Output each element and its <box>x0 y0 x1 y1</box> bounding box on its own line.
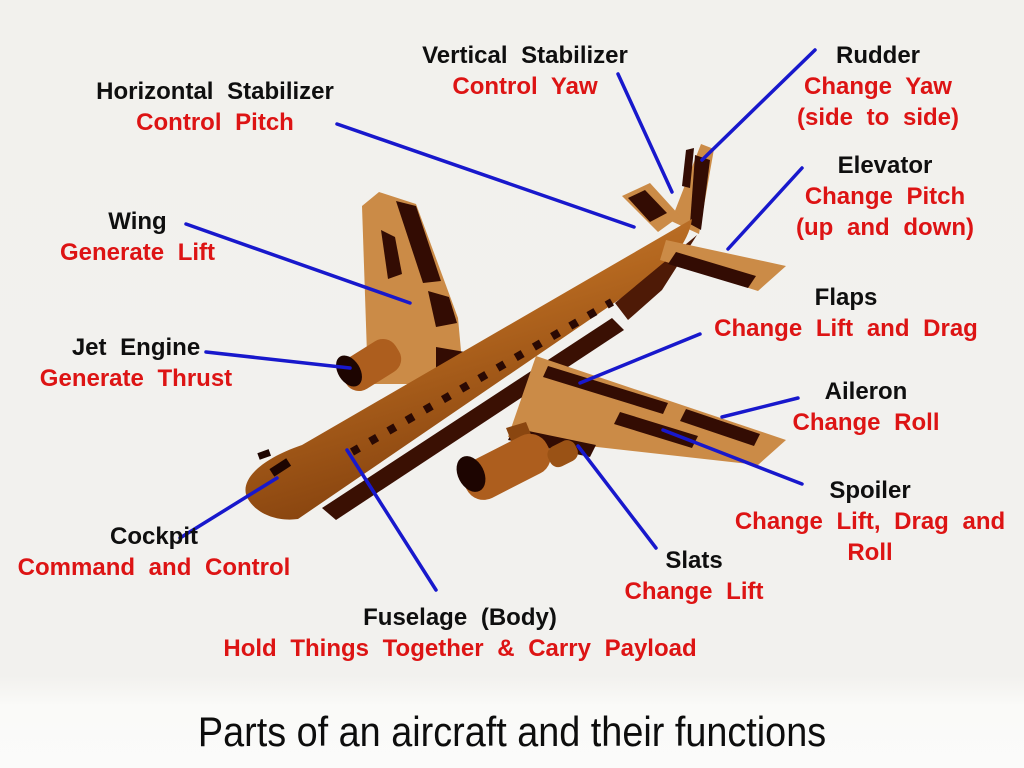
left-wing-marking <box>381 230 402 279</box>
part-function: Roll <box>847 539 893 566</box>
part-name: Elevator <box>837 152 933 179</box>
leader-wing <box>184 222 412 305</box>
leader-vertical-stabilizer <box>616 72 674 194</box>
spoiler-part <box>614 412 698 448</box>
rudder-part <box>690 155 710 230</box>
part-name: Flaps <box>814 284 878 311</box>
part-function: Hold Things Together & Carry Payload <box>223 635 697 662</box>
cabin-windows <box>350 298 614 456</box>
label-vertical-stabilizer: Vertical Stabilizer Control Yaw <box>375 40 675 102</box>
leader-cockpit <box>178 476 279 540</box>
label-slats: Slats Change Lift <box>618 545 770 607</box>
part-function: Change Pitch <box>804 183 966 210</box>
diagram-title: Parts of an aircraft and their functions <box>0 708 1024 756</box>
engine-intake <box>336 355 362 387</box>
leader-jet-engine <box>204 350 352 370</box>
part-name: Wing <box>108 208 167 235</box>
elevator-part <box>668 252 756 288</box>
part-name: Jet Engine <box>71 334 201 361</box>
part-function: Change Lift, Drag and <box>734 508 1006 535</box>
label-rudder: Rudder Change Yaw (side to side) <box>770 40 986 133</box>
label-fuselage: Fuselage (Body) Hold Things Together & C… <box>205 602 715 664</box>
leader-lines <box>178 48 817 592</box>
cockpit-window <box>269 458 292 477</box>
leader-spoiler <box>661 428 804 486</box>
label-aileron: Aileron Change Roll <box>765 376 967 438</box>
label-wing: Wing Generate Lift <box>35 206 240 268</box>
part-name: Vertical Stabilizer <box>422 42 628 69</box>
part-function: Change Yaw <box>804 73 952 100</box>
leader-fuselage <box>345 448 438 592</box>
part-name: Cockpit <box>109 523 198 550</box>
left-wing-marking <box>428 291 457 327</box>
part-function: Generate Lift <box>59 239 216 266</box>
label-cockpit: Cockpit Command and Control <box>0 521 308 583</box>
label-flaps: Flaps Change Lift and Drag <box>695 282 997 344</box>
part-name: Fuselage (Body) <box>363 604 557 631</box>
diagram-title-text: Parts of an aircraft and their functions <box>197 708 827 755</box>
leader-flaps <box>578 332 702 385</box>
engine-intake <box>456 456 486 492</box>
aileron-part <box>680 409 760 446</box>
slats-part <box>543 366 668 414</box>
part-function: Control Yaw <box>452 73 598 100</box>
leader-rudder <box>700 48 817 162</box>
part-name: Aileron <box>824 378 908 405</box>
part-function: (side to side) <box>796 104 960 131</box>
right-jet-engine <box>456 422 578 500</box>
part-function: Control Pitch <box>136 109 294 136</box>
part-function: (up and down) <box>796 214 974 241</box>
part-name: Horizontal Stabilizer <box>96 78 334 105</box>
leader-aileron <box>720 396 800 419</box>
label-elevator: Elevator Change Pitch (up and down) <box>775 150 995 243</box>
left-wing-marking <box>396 201 441 283</box>
right-horizontal-stabilizer <box>660 240 786 291</box>
leader-elevator <box>726 166 804 251</box>
cockpit-window <box>257 449 272 460</box>
label-horizontal-stabilizer: Horizontal Stabilizer Control Pitch <box>60 76 370 138</box>
part-function: Command and Control <box>17 554 291 581</box>
label-spoiler: Spoiler Change Lift, Drag and Roll <box>718 475 1022 568</box>
leader-slats <box>576 444 658 550</box>
part-function: Generate Thrust <box>39 365 233 392</box>
part-name: Rudder <box>836 42 920 69</box>
part-function: Change Lift and Drag <box>714 315 978 342</box>
label-jet-engine: Jet Engine Generate Thrust <box>25 332 247 394</box>
left-jet-engine <box>336 338 402 392</box>
part-function: Change Roll <box>792 409 940 436</box>
leader-horizontal-stabilizer <box>335 122 636 229</box>
part-name: Spoiler <box>829 477 911 504</box>
right-wing <box>508 356 786 465</box>
part-name: Slats <box>665 547 723 574</box>
part-function: Change Lift <box>624 578 764 605</box>
tail-assembly <box>622 144 714 234</box>
